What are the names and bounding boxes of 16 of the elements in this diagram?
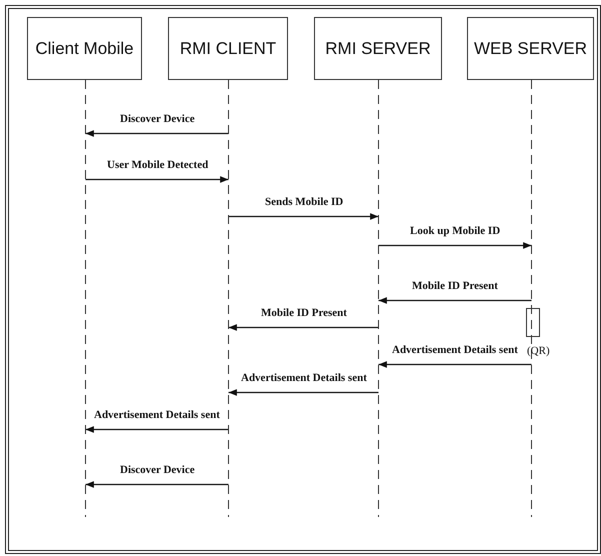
note-text: (QR) bbox=[527, 345, 550, 358]
message-arrow bbox=[378, 242, 532, 249]
lifeline-header: WEB SERVER bbox=[467, 17, 594, 80]
message-arrow bbox=[86, 426, 228, 433]
lifeline-header: Client Mobile bbox=[27, 17, 142, 80]
message-arrow bbox=[228, 389, 378, 396]
message-arrow bbox=[228, 213, 378, 220]
lifeline-header: RMI CLIENT bbox=[168, 17, 288, 80]
lifeline-header: RMI SERVER bbox=[314, 17, 442, 80]
edge-label: Look up Mobile ID bbox=[409, 225, 502, 238]
message-arrow bbox=[378, 297, 532, 304]
message-arrow bbox=[86, 176, 228, 183]
message-arrow bbox=[228, 324, 378, 331]
message-arrow bbox=[378, 361, 532, 368]
message-arrow bbox=[86, 481, 228, 488]
message-arrow bbox=[86, 130, 228, 137]
